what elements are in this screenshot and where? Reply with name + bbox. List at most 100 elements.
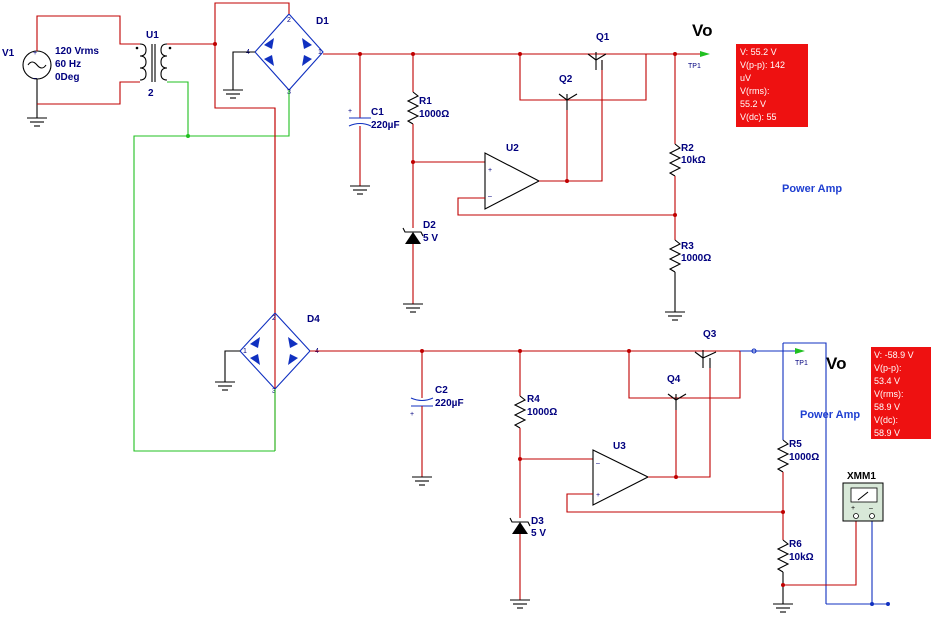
wire-d1-top bbox=[214, 2, 290, 44]
multimeter-ref: XMM1 bbox=[847, 471, 876, 482]
transformer-ref: U1 bbox=[146, 30, 159, 41]
wire-u3-feedback bbox=[566, 493, 783, 513]
transistor-q4[interactable] bbox=[667, 393, 687, 410]
wire-blue-loop bbox=[783, 342, 827, 604]
resistor-r2-ref: R2 bbox=[681, 143, 694, 154]
tp1-bottom: TP1 bbox=[795, 360, 808, 367]
ground-d2 bbox=[403, 303, 423, 313]
transformer-u1[interactable] bbox=[135, 43, 172, 82]
capacitor-c1[interactable] bbox=[348, 117, 372, 127]
resistor-r4[interactable] bbox=[513, 395, 527, 429]
source-frequency: 60 Hz bbox=[55, 59, 81, 70]
probe-top-line2: V(p-p): 142 bbox=[740, 60, 785, 70]
capacitor-c1-ref: C1 bbox=[371, 107, 384, 118]
wire-green-loop bbox=[133, 90, 290, 452]
multimeter-plus: + bbox=[851, 505, 855, 512]
multimeter-minus: – bbox=[869, 505, 873, 512]
bridge-d1-pin1: 1 bbox=[318, 49, 322, 56]
ground-r6 bbox=[773, 603, 793, 613]
svg-text:+: + bbox=[410, 411, 414, 418]
wire-d1-ground bbox=[232, 51, 255, 90]
opamp-u2-ref: U2 bbox=[506, 143, 519, 154]
probe-top-line6: V(dc): 55 bbox=[740, 112, 777, 122]
wire-q4-loop bbox=[628, 351, 741, 399]
ground-d4 bbox=[215, 381, 235, 391]
source-voltage: 120 Vrms bbox=[55, 46, 99, 57]
probe-top-line4: V(rms): bbox=[740, 86, 770, 96]
probe-bottom-line5: 58.9 V bbox=[874, 402, 900, 412]
capacitor-c1-value: 220µF bbox=[371, 120, 400, 131]
resistor-r5[interactable] bbox=[776, 439, 790, 473]
svg-text:–: – bbox=[33, 75, 37, 82]
resistor-r6-value: 10kΩ bbox=[789, 552, 814, 563]
probe-bottom-line2: V(p-p): bbox=[874, 363, 902, 373]
opamp-u2[interactable] bbox=[484, 152, 541, 210]
resistor-r4-ref: R4 bbox=[527, 394, 540, 405]
bridge-d4-pin3: 3 bbox=[272, 388, 276, 395]
zener-d2-value: 5 V bbox=[423, 233, 438, 244]
multimeter-xmm1[interactable] bbox=[842, 482, 884, 522]
zener-d2-ref: D2 bbox=[423, 220, 436, 231]
source-ref: V1 bbox=[2, 48, 15, 59]
bridge-d4-pin1: 1 bbox=[243, 348, 247, 355]
source-v1[interactable]: + – bbox=[22, 50, 52, 118]
tp1-top: TP1 bbox=[688, 63, 701, 70]
power-amp-top-label: Power Amp bbox=[782, 183, 842, 195]
vo-bottom-label: Vo bbox=[826, 354, 846, 373]
wire-xmm-plus bbox=[783, 518, 857, 586]
transistor-q1[interactable] bbox=[587, 52, 607, 70]
resistor-r3-ref: R3 bbox=[681, 241, 694, 252]
bridge-d4-pin2: 2 bbox=[272, 315, 276, 322]
ground-r3 bbox=[665, 311, 685, 321]
wire-d4-ground bbox=[224, 350, 240, 382]
resistor-r3[interactable] bbox=[668, 239, 682, 273]
svg-text:+: + bbox=[33, 50, 37, 57]
ground-d1 bbox=[223, 89, 243, 99]
probe-top[interactable]: V: 55.2 V V(p-p): 142 uV V(rms): 55.2 V … bbox=[736, 44, 808, 127]
transistor-q2[interactable] bbox=[558, 93, 578, 110]
transistor-q3-ref: Q3 bbox=[703, 329, 717, 340]
ground-c2 bbox=[412, 476, 432, 486]
zener-d3[interactable] bbox=[509, 517, 531, 534]
bridge-d4-ref: D4 bbox=[307, 314, 320, 325]
zener-d3-ref: D3 bbox=[531, 516, 544, 527]
opamp-u3[interactable] bbox=[592, 449, 650, 506]
ground-d3 bbox=[510, 599, 530, 609]
resistor-r1-value: 1000Ω bbox=[419, 109, 449, 120]
resistor-r5-ref: R5 bbox=[789, 439, 802, 450]
bridge-d1-ref: D1 bbox=[316, 16, 329, 27]
probe-top-line3: uV bbox=[740, 73, 751, 83]
wire-primary-top bbox=[36, 15, 140, 51]
probe-top-line5: 55.2 V bbox=[740, 99, 766, 109]
resistor-r2[interactable] bbox=[668, 143, 682, 177]
svg-text:+: + bbox=[348, 108, 352, 115]
opamp-u3-minus: – bbox=[596, 460, 600, 467]
wire-primary-bottom bbox=[37, 81, 140, 105]
probe-bottom-line1: V: -58.9 V bbox=[874, 350, 914, 360]
resistor-r1[interactable] bbox=[406, 91, 420, 125]
probe-top-line1: V: 55.2 V bbox=[740, 47, 777, 57]
wire-u3-out bbox=[648, 368, 711, 478]
ground-c1 bbox=[350, 185, 370, 195]
resistor-r6[interactable] bbox=[776, 539, 790, 573]
capacitor-c2-ref: C2 bbox=[435, 385, 448, 396]
probe-bottom[interactable]: V: -58.9 V V(p-p): 53.4 V V(rms): 58.9 V… bbox=[871, 347, 931, 439]
resistor-r4-value: 1000Ω bbox=[527, 407, 557, 418]
bridge-d1[interactable] bbox=[254, 13, 324, 91]
resistor-r3-value: 1000Ω bbox=[681, 253, 711, 264]
zener-d3-value: 5 V bbox=[531, 528, 546, 539]
transistor-q2-ref: Q2 bbox=[559, 74, 573, 85]
source-phase: 0Deg bbox=[55, 72, 79, 83]
wire-secondary-center bbox=[167, 81, 189, 136]
transistor-q3[interactable] bbox=[694, 350, 717, 368]
probe-bottom-line3: 53.4 V bbox=[874, 376, 900, 386]
opamp-u2-plus: + bbox=[488, 167, 492, 174]
zener-d2[interactable] bbox=[402, 227, 424, 244]
vo-top-label: Vo bbox=[692, 21, 712, 40]
probe-bottom-line6: V(dc): bbox=[874, 415, 898, 425]
capacitor-c2[interactable] bbox=[410, 397, 434, 407]
resistor-r2-value: 10kΩ bbox=[681, 155, 706, 166]
resistor-r6-ref: R6 bbox=[789, 539, 802, 550]
opamp-u2-minus: – bbox=[488, 193, 492, 200]
